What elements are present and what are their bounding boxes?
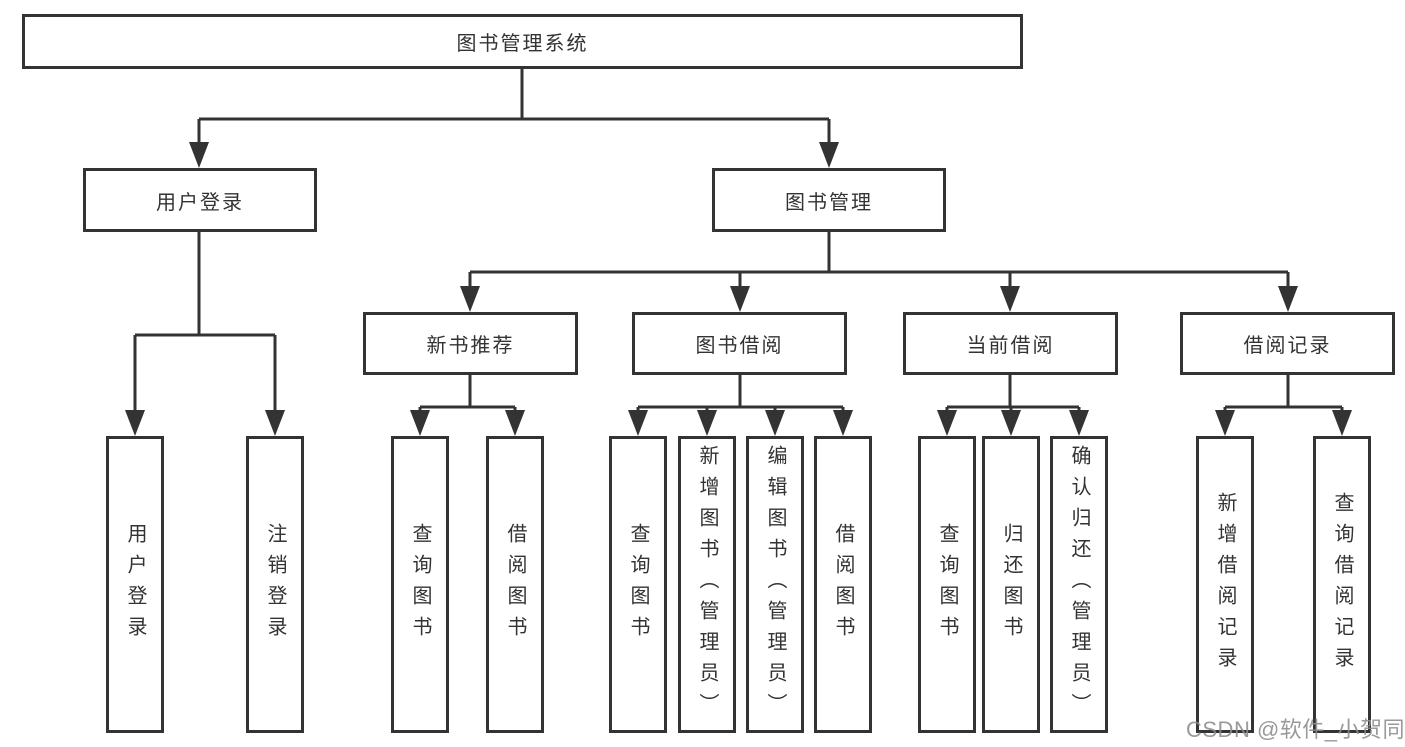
leaf-query-books-rec: 查询图书 <box>391 436 449 733</box>
leaf-edit-book-admin: 编辑图书（管理员） <box>746 436 804 733</box>
node-user-login: 用户登录 <box>83 168 317 232</box>
leaf-return-book: 归还图书 <box>982 436 1040 733</box>
connector-new-book-rec-to-leaves <box>410 375 525 436</box>
node-root: 图书管理系统 <box>22 14 1023 69</box>
leaf-query-borrow-record: 查询借阅记录 <box>1313 436 1371 733</box>
connector-borrow-records-to-leaves <box>1215 375 1352 436</box>
leaf-user-login: 用户登录 <box>106 436 164 733</box>
connector-user-login-to-leaves <box>125 232 285 436</box>
connector-book-mgmt-to-modules <box>460 232 1298 312</box>
connector-current-borrow-to-leaves <box>937 375 1089 436</box>
node-book-mgmt: 图书管理 <box>712 168 946 232</box>
node-borrow-records: 借阅记录 <box>1180 312 1395 375</box>
leaf-borrow-books-rec: 借阅图书 <box>486 436 544 733</box>
connector-book-borrow-to-leaves <box>628 375 853 436</box>
leaf-confirm-return-admin: 确认归还（管理员） <box>1050 436 1108 733</box>
leaf-add-book-admin: 新增图书（管理员） <box>678 436 736 733</box>
leaf-add-borrow-record: 新增借阅记录 <box>1196 436 1254 733</box>
leaf-borrow-books-borrow: 借阅图书 <box>814 436 872 733</box>
connector-root-to-level2 <box>189 69 839 168</box>
leaf-logout: 注销登录 <box>246 436 304 733</box>
node-current-borrow: 当前借阅 <box>903 312 1118 375</box>
node-new-book-rec: 新书推荐 <box>363 312 578 375</box>
node-book-borrow: 图书借阅 <box>632 312 847 375</box>
watermark-text: CSDN @软件_小贺同学 <box>1186 717 1405 742</box>
leaf-query-books-borrow: 查询图书 <box>609 436 667 733</box>
leaf-query-books-current: 查询图书 <box>918 436 976 733</box>
